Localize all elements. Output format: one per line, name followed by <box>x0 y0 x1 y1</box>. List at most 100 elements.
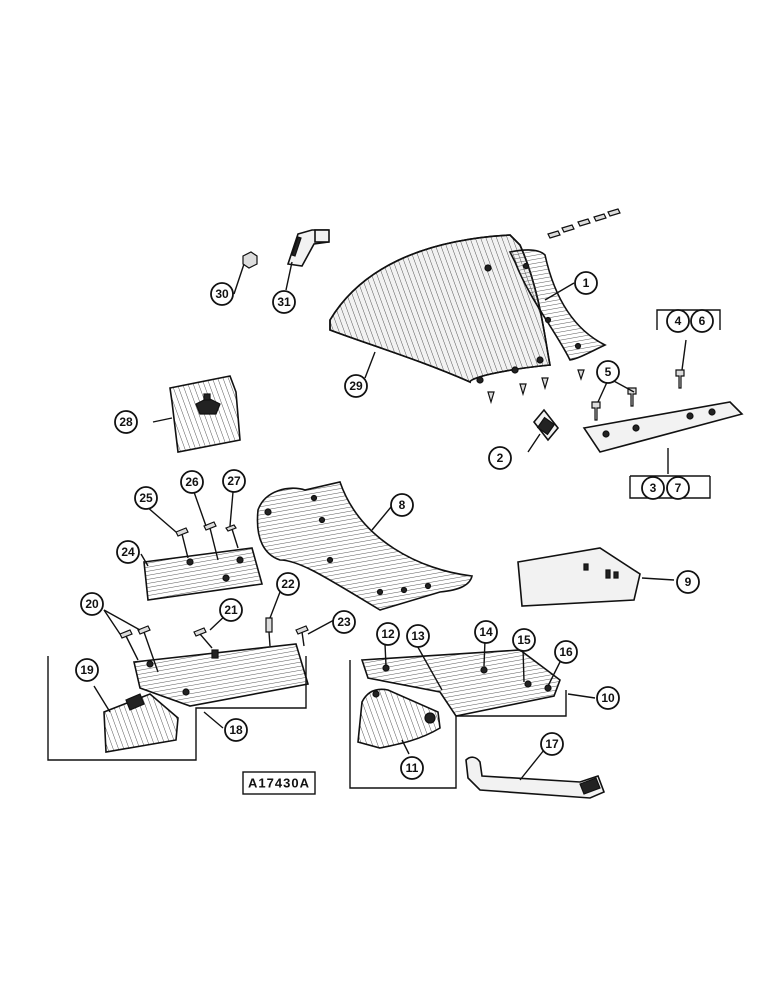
callout-number: 27 <box>227 474 241 488</box>
frame-10 <box>349 660 567 789</box>
callout-number: 20 <box>85 597 99 611</box>
bracket-4-6 <box>656 309 721 330</box>
callout-number: 2 <box>497 451 504 465</box>
part-19 <box>103 693 179 753</box>
callout-number: 28 <box>119 415 133 429</box>
part-17 <box>465 756 606 799</box>
callout-circle <box>400 756 424 780</box>
plate-18-part <box>133 643 310 707</box>
callout-circle <box>666 476 690 500</box>
callout-circle <box>596 686 620 710</box>
bolts-24 <box>175 521 239 561</box>
bracket-3-7 <box>629 475 711 499</box>
callout-circle <box>272 290 296 314</box>
plate-10-part <box>360 649 561 717</box>
callout-number: 31 <box>277 295 291 309</box>
share-plate-part <box>582 401 744 453</box>
callout-14: 14 <box>474 620 498 644</box>
callout-3: 3 <box>641 476 665 500</box>
callout-number: 3 <box>650 481 657 495</box>
callout-number: 7 <box>675 481 682 495</box>
callout-circle <box>474 620 498 644</box>
callout-30: 30 <box>210 282 234 306</box>
bolt-set <box>547 208 621 239</box>
figure-id-label: A17430A <box>242 771 316 795</box>
callout-number: 25 <box>139 491 153 505</box>
callout-circle <box>276 572 300 596</box>
callout-number: 26 <box>185 475 199 489</box>
callout-number: 29 <box>349 379 363 393</box>
callout-6: 6 <box>690 309 714 333</box>
callout-number: 24 <box>121 545 135 559</box>
callout-number: 21 <box>224 603 238 617</box>
callout-4: 4 <box>666 309 690 333</box>
clip-part <box>286 229 330 267</box>
bracket-part <box>169 375 241 453</box>
callout-13: 13 <box>406 624 430 648</box>
pin-part <box>532 408 560 442</box>
callout-15: 15 <box>512 628 536 652</box>
callout-circle <box>116 540 140 564</box>
callout-circle <box>676 570 700 594</box>
callout-number: 23 <box>337 615 351 629</box>
callout-circle <box>224 718 248 742</box>
callout-circle <box>666 309 690 333</box>
callout-28: 28 <box>114 410 138 434</box>
callout-circle <box>574 271 598 295</box>
callout-circle <box>690 309 714 333</box>
callout-circle <box>222 469 246 493</box>
callout-circle <box>344 374 368 398</box>
callout-27: 27 <box>222 469 246 493</box>
callout-circle <box>114 410 138 434</box>
callout-20: 20 <box>80 592 104 616</box>
callout-number: 22 <box>281 577 295 591</box>
callout-circle <box>180 470 204 494</box>
callout-circle <box>641 476 665 500</box>
callout-circle <box>210 282 234 306</box>
callout-circle <box>75 658 99 682</box>
callout-1: 1 <box>574 271 598 295</box>
callout-number: 17 <box>545 737 559 751</box>
callout-circle <box>488 446 512 470</box>
callout-circle <box>332 610 356 634</box>
callout-24: 24 <box>116 540 140 564</box>
callout-8: 8 <box>390 493 414 517</box>
callout-5: 5 <box>596 360 620 384</box>
callout-circle <box>376 622 400 646</box>
callout-number: 5 <box>605 365 612 379</box>
callout-12: 12 <box>376 622 400 646</box>
callout-25: 25 <box>134 486 158 510</box>
callout-18: 18 <box>224 718 248 742</box>
frame-18 <box>47 656 307 761</box>
figure-id-text: A17430A <box>248 776 310 791</box>
share-bolt <box>591 369 685 421</box>
callout-circle <box>390 493 414 517</box>
callout-23: 23 <box>332 610 356 634</box>
callout-26: 26 <box>180 470 204 494</box>
callout-16: 16 <box>554 640 578 664</box>
callout-7: 7 <box>666 476 690 500</box>
callout-number: 16 <box>559 645 573 659</box>
landside-part <box>517 547 641 607</box>
callout-number: 4 <box>675 314 682 328</box>
callout-10: 10 <box>596 686 620 710</box>
callout-19: 19 <box>75 658 99 682</box>
part-11 <box>357 688 441 749</box>
callout-circle <box>80 592 104 616</box>
callout-17: 17 <box>540 732 564 756</box>
callout-number: 12 <box>381 627 395 641</box>
callout-circle <box>219 598 243 622</box>
callout-31: 31 <box>272 290 296 314</box>
callout-number: 9 <box>685 575 692 589</box>
callout-number: 6 <box>699 314 706 328</box>
callout-number: 13 <box>411 629 425 643</box>
callout-21: 21 <box>219 598 243 622</box>
callout-circle <box>512 628 536 652</box>
callout-number: 18 <box>229 723 243 737</box>
callout-circle <box>554 640 578 664</box>
callout-number: 1 <box>583 276 590 290</box>
callout-number: 15 <box>517 633 531 647</box>
callout-number: 19 <box>80 663 94 677</box>
